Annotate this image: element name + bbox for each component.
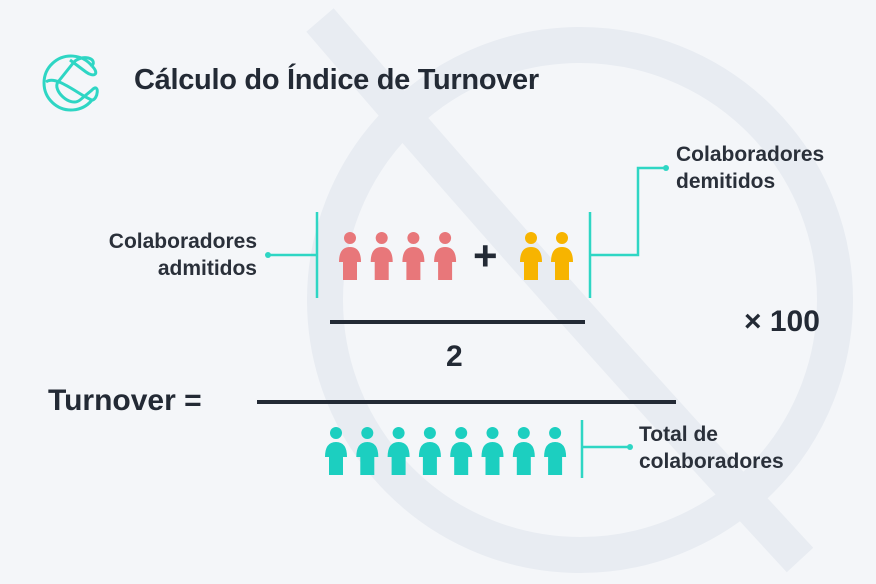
multiplier: × 100 [744, 305, 820, 338]
person-icon-admitted [402, 232, 425, 280]
label-admitted-line1: Colaboradores [108, 230, 257, 253]
label-dismissed-line2: demitidos [676, 170, 776, 193]
person-icon-total [356, 427, 379, 475]
turnover-label: Turnover = [48, 384, 202, 417]
page-title: Cálculo do Índice de Turnover [134, 64, 539, 96]
label-total-line1: Total de [639, 423, 718, 446]
label-total: Total de colaboradores [639, 421, 784, 475]
label-admitted: Colaboradores admitidos [109, 228, 257, 282]
person-icon-total [387, 427, 410, 475]
person-icon-total [418, 427, 441, 475]
logo-icon [42, 54, 99, 112]
label-total-line2: colaboradores [639, 450, 784, 473]
person-icon-admitted [339, 232, 361, 280]
person-icon-total [325, 427, 347, 475]
person-icon-admitted [434, 232, 457, 280]
person-icon-total [512, 427, 535, 475]
label-dismissed-line1: Colaboradores [676, 143, 825, 166]
person-icon-total [450, 427, 473, 475]
plus-sign: + [473, 232, 498, 279]
label-dismissed: Colaboradores demitidos [676, 141, 824, 195]
person-icon-total [544, 427, 567, 475]
person-icon-dismissed [520, 232, 542, 280]
person-icon-total [481, 427, 504, 475]
person-icon-admitted [370, 232, 393, 280]
person-icon-dismissed [551, 232, 573, 280]
divisor: 2 [446, 340, 463, 373]
label-admitted-line2: admitidos [157, 257, 257, 280]
